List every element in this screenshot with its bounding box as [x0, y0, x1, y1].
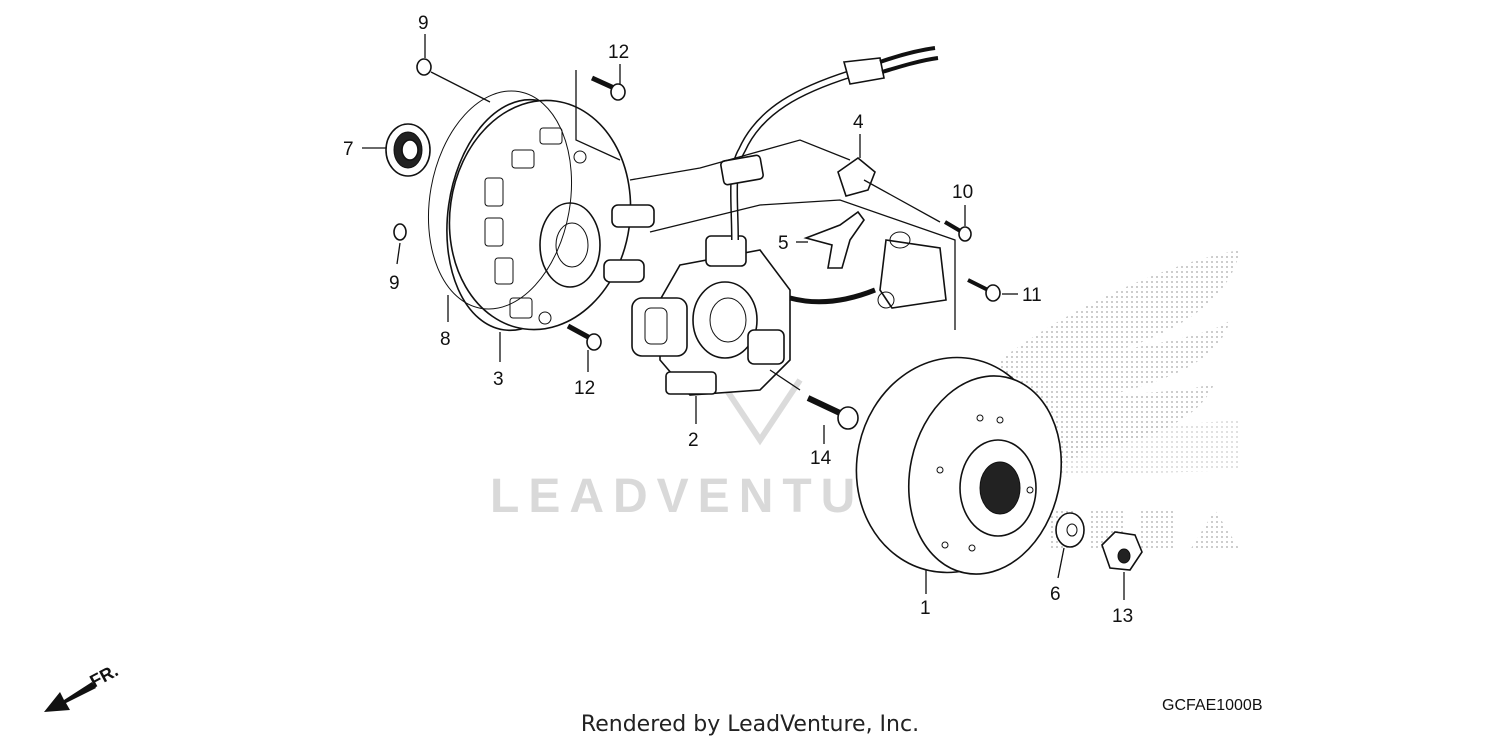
- callout-9-left: 9: [389, 273, 400, 294]
- callout-8: 8: [440, 329, 451, 350]
- part-2-stator: [631, 235, 791, 396]
- callout-14: 14: [810, 448, 832, 469]
- callout-10: 10: [952, 182, 973, 203]
- callout-4: 4: [853, 112, 864, 133]
- part-6-washer: [1055, 512, 1085, 548]
- part-9-o-ring-top: [416, 58, 432, 76]
- callout-7: 7: [343, 139, 354, 160]
- part-5-bracket: [803, 210, 865, 269]
- part-9-o-ring-left: [393, 223, 407, 241]
- part-4-clamp: [837, 156, 876, 197]
- callout-11: 11: [1022, 285, 1042, 306]
- part-12-bolt-bottom: [566, 323, 602, 351]
- part-1-flywheel: [855, 356, 1063, 575]
- callout-12-top: 12: [608, 42, 629, 63]
- diagram-code: GCFAE1000B: [1162, 697, 1263, 714]
- callouts: 9 12 7 9 8 3 12 4 10 5 11 2 14 1 6 13: [343, 13, 1133, 627]
- callout-3: 3: [493, 369, 504, 390]
- part-10-bolt: [943, 220, 972, 242]
- part-12-bolt-top: [590, 75, 626, 101]
- part-3-cover: [446, 98, 655, 332]
- callout-9-top: 9: [418, 13, 429, 34]
- callout-2: 2: [688, 430, 699, 451]
- part-7-oil-seal: [385, 123, 431, 177]
- part-11-bolt: [967, 278, 1001, 302]
- callout-6: 6: [1050, 584, 1061, 605]
- front-direction-arrow: FR.: [44, 660, 121, 712]
- watermark-logo: [717, 378, 803, 446]
- part-14-bolt: [806, 395, 859, 430]
- part-13-nut: [1101, 531, 1143, 571]
- callout-5: 5: [778, 233, 789, 254]
- part-8-gasket: [427, 90, 573, 310]
- leader-lines: [362, 34, 1125, 600]
- callout-1: 1: [920, 598, 931, 619]
- part-11-pulser: [877, 231, 947, 309]
- wire-harness: [720, 46, 939, 305]
- callout-13: 13: [1112, 606, 1133, 627]
- callout-12-bottom: 12: [574, 378, 595, 399]
- footer-credit: Rendered by LeadVenture, Inc.: [580, 712, 920, 737]
